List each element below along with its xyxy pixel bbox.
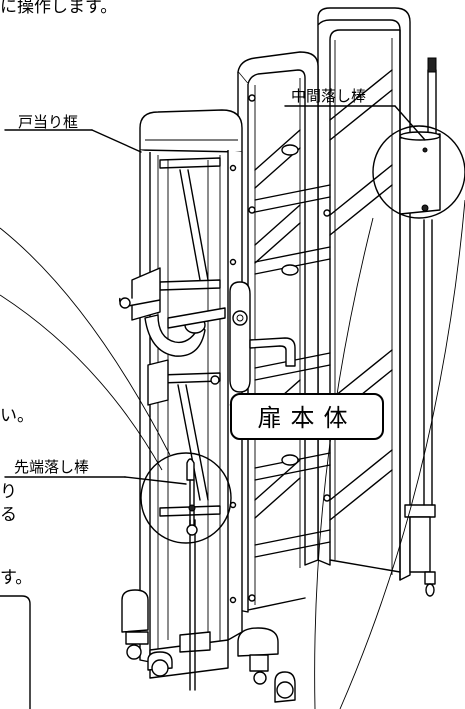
label-middle-rod: 中間落し棒	[291, 87, 366, 105]
middle-panel	[237, 51, 331, 613]
door-body-box	[230, 393, 384, 440]
connector-upper	[0, 227, 171, 456]
door-handle	[229, 281, 296, 393]
leader-middle-rod	[394, 105, 426, 141]
fragment-top: に操作します。	[0, 0, 117, 17]
label-frame: 戸当り框	[18, 113, 78, 131]
note-box	[0, 595, 31, 709]
caster-rear	[404, 504, 436, 597]
connector-right-2	[339, 199, 465, 709]
latch-assembly	[118, 267, 226, 406]
label-door-body: 扉本体	[258, 404, 357, 432]
fragment-left-1: い。	[0, 406, 34, 426]
caster-right	[237, 627, 296, 703]
zoom-circle-middle	[372, 125, 465, 219]
caster-left	[121, 589, 173, 677]
leader-frame	[91, 129, 142, 153]
zoom-circle-tip	[140, 452, 232, 544]
connector-lower	[0, 294, 163, 471]
fragment-left-2: り	[0, 482, 17, 502]
leader-tip-rod	[124, 476, 187, 485]
label-tip-rod: 先端落し棒	[14, 458, 89, 476]
fragment-left-3: る	[0, 505, 17, 525]
connector-right	[314, 217, 374, 709]
fragment-left-4: す。	[0, 568, 32, 588]
tip-drop-rod	[186, 458, 198, 536]
